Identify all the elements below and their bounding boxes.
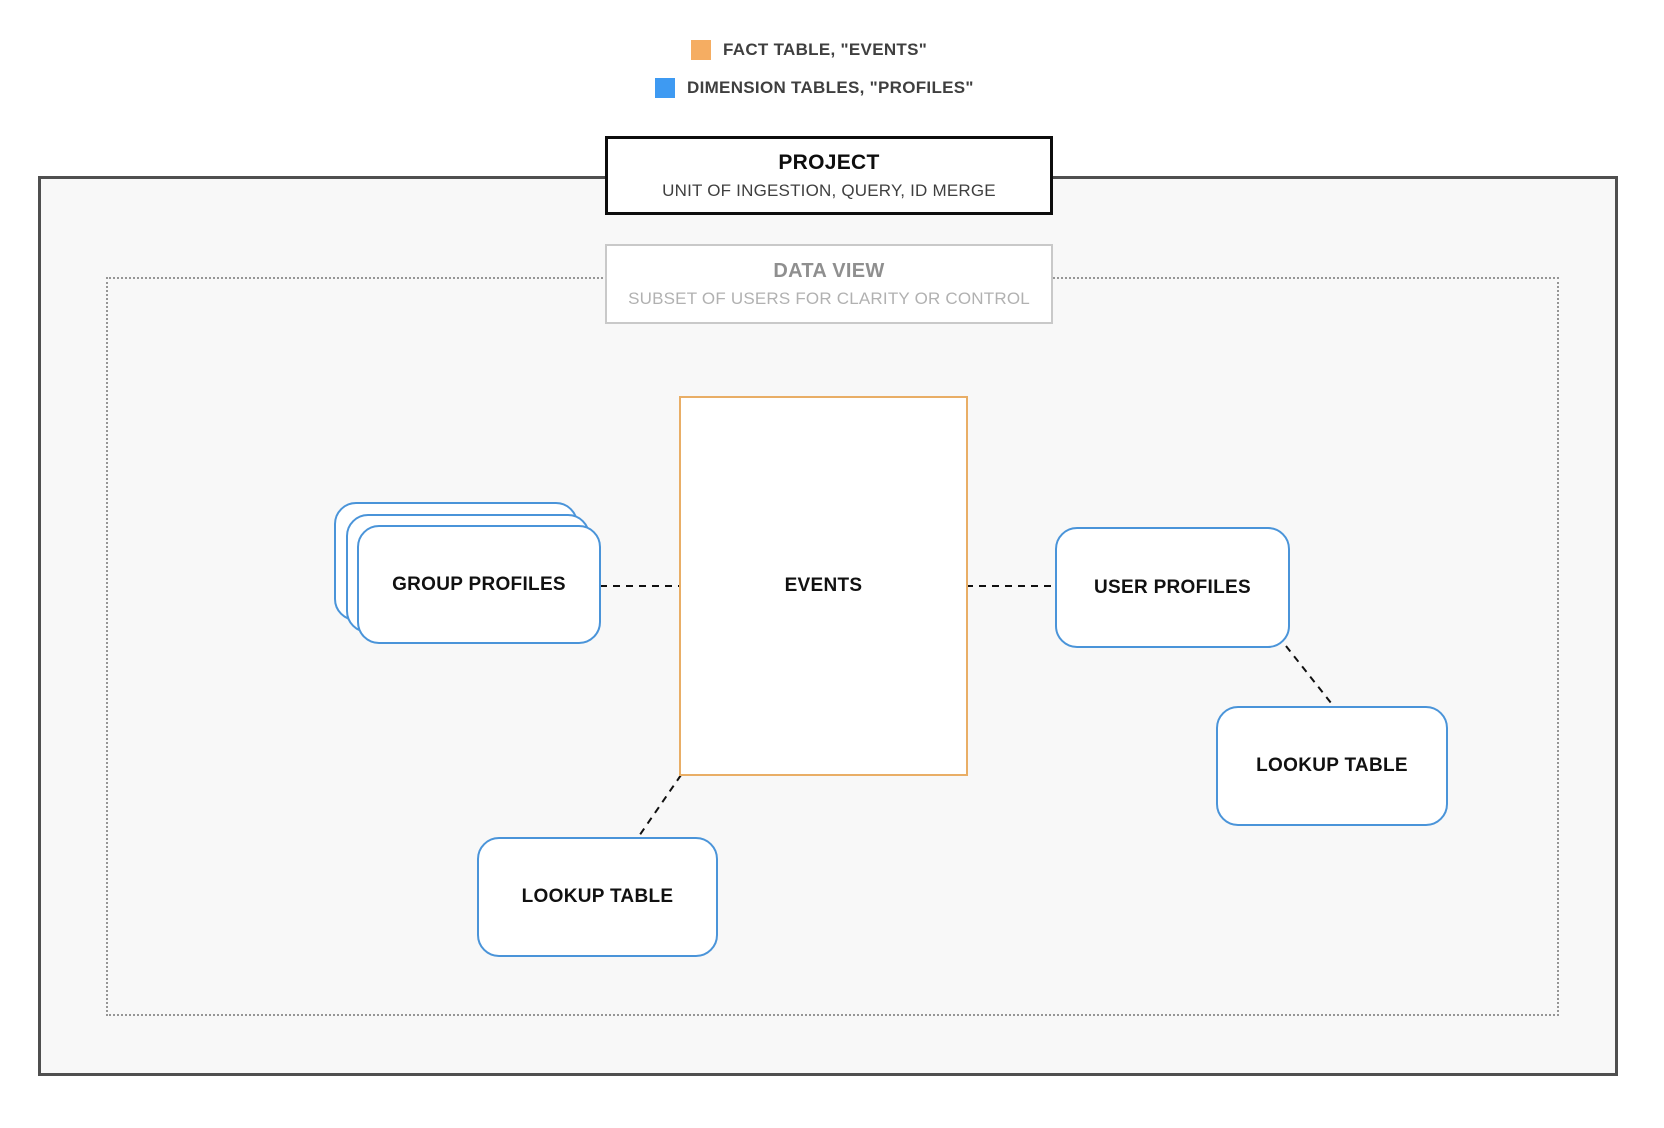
legend-label-fact: FACT TABLE, "EVENTS" (723, 40, 928, 59)
node-lookup-table-right-label: LOOKUP TABLE (1256, 755, 1408, 776)
group-profiles-card-front: GROUP PROFILES (357, 525, 601, 644)
project-title-box: PROJECT UNIT OF INGESTION, QUERY, ID MER… (605, 136, 1053, 215)
node-user-profiles: USER PROFILES (1055, 527, 1290, 648)
dimension-color-swatch-icon (655, 78, 675, 98)
node-lookup-table-bottom: LOOKUP TABLE (477, 837, 718, 957)
data-view-title: DATA VIEW (773, 259, 885, 282)
node-events-label: EVENTS (784, 575, 863, 596)
fact-color-swatch-icon (691, 40, 711, 60)
project-title: PROJECT (778, 150, 880, 174)
node-group-profiles: GROUP PROFILES (334, 502, 602, 645)
node-lookup-table-bottom-label: LOOKUP TABLE (521, 886, 674, 907)
legend-item-fact: FACT TABLE, "EVENTS" (691, 40, 927, 60)
legend-label-dimension: DIMENSION TABLES, "PROFILES" (687, 78, 974, 97)
data-view-subtitle: SUBSET OF USERS FOR CLARITY OR CONTROL (628, 288, 1030, 308)
node-user-profiles-label: USER PROFILES (1094, 576, 1251, 598)
node-group-profiles-label: GROUP PROFILES (392, 573, 566, 595)
node-events: EVENTS (679, 396, 968, 776)
legend-item-dimension: DIMENSION TABLES, "PROFILES" (655, 78, 974, 98)
project-subtitle: UNIT OF INGESTION, QUERY, ID MERGE (662, 180, 996, 200)
data-view-title-box: DATA VIEW SUBSET OF USERS FOR CLARITY OR… (605, 244, 1053, 324)
node-lookup-table-right: LOOKUP TABLE (1216, 706, 1448, 826)
